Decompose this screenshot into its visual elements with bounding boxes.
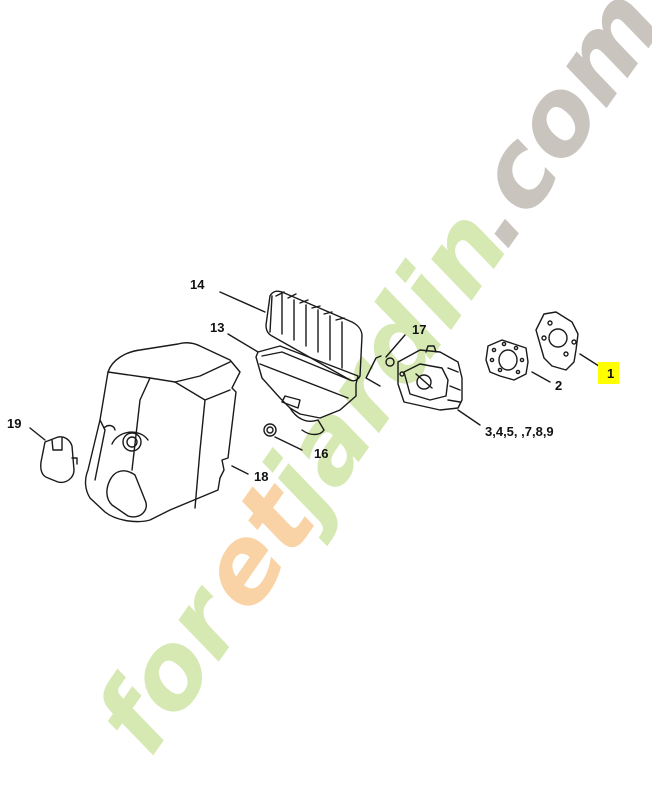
filter-base-part[interactable] <box>255 345 359 436</box>
gasket-large-part[interactable] <box>535 311 579 371</box>
nut-part[interactable] <box>263 423 277 437</box>
callout-18[interactable]: 18 <box>254 469 269 484</box>
choke-rod-part[interactable] <box>365 355 395 387</box>
callout-16[interactable]: 16 <box>314 446 329 461</box>
gasket-small-part[interactable] <box>485 339 529 381</box>
callout-14[interactable]: 14 <box>190 277 205 292</box>
callout-2[interactable]: 2 <box>555 378 563 393</box>
callout-1[interactable]: 1 <box>598 362 620 384</box>
callout-3-9[interactable]: 3,4,5, ,7,8,9 <box>485 424 554 439</box>
callout-17[interactable]: 17 <box>412 322 427 337</box>
knob-part[interactable] <box>40 436 78 484</box>
top-cover-part[interactable] <box>84 341 241 523</box>
callout-13[interactable]: 13 <box>210 320 225 335</box>
leader-lines <box>29 291 603 475</box>
callout-19[interactable]: 19 <box>7 416 22 431</box>
carburetor-part[interactable] <box>397 345 463 411</box>
air-filter-part[interactable] <box>265 290 363 382</box>
